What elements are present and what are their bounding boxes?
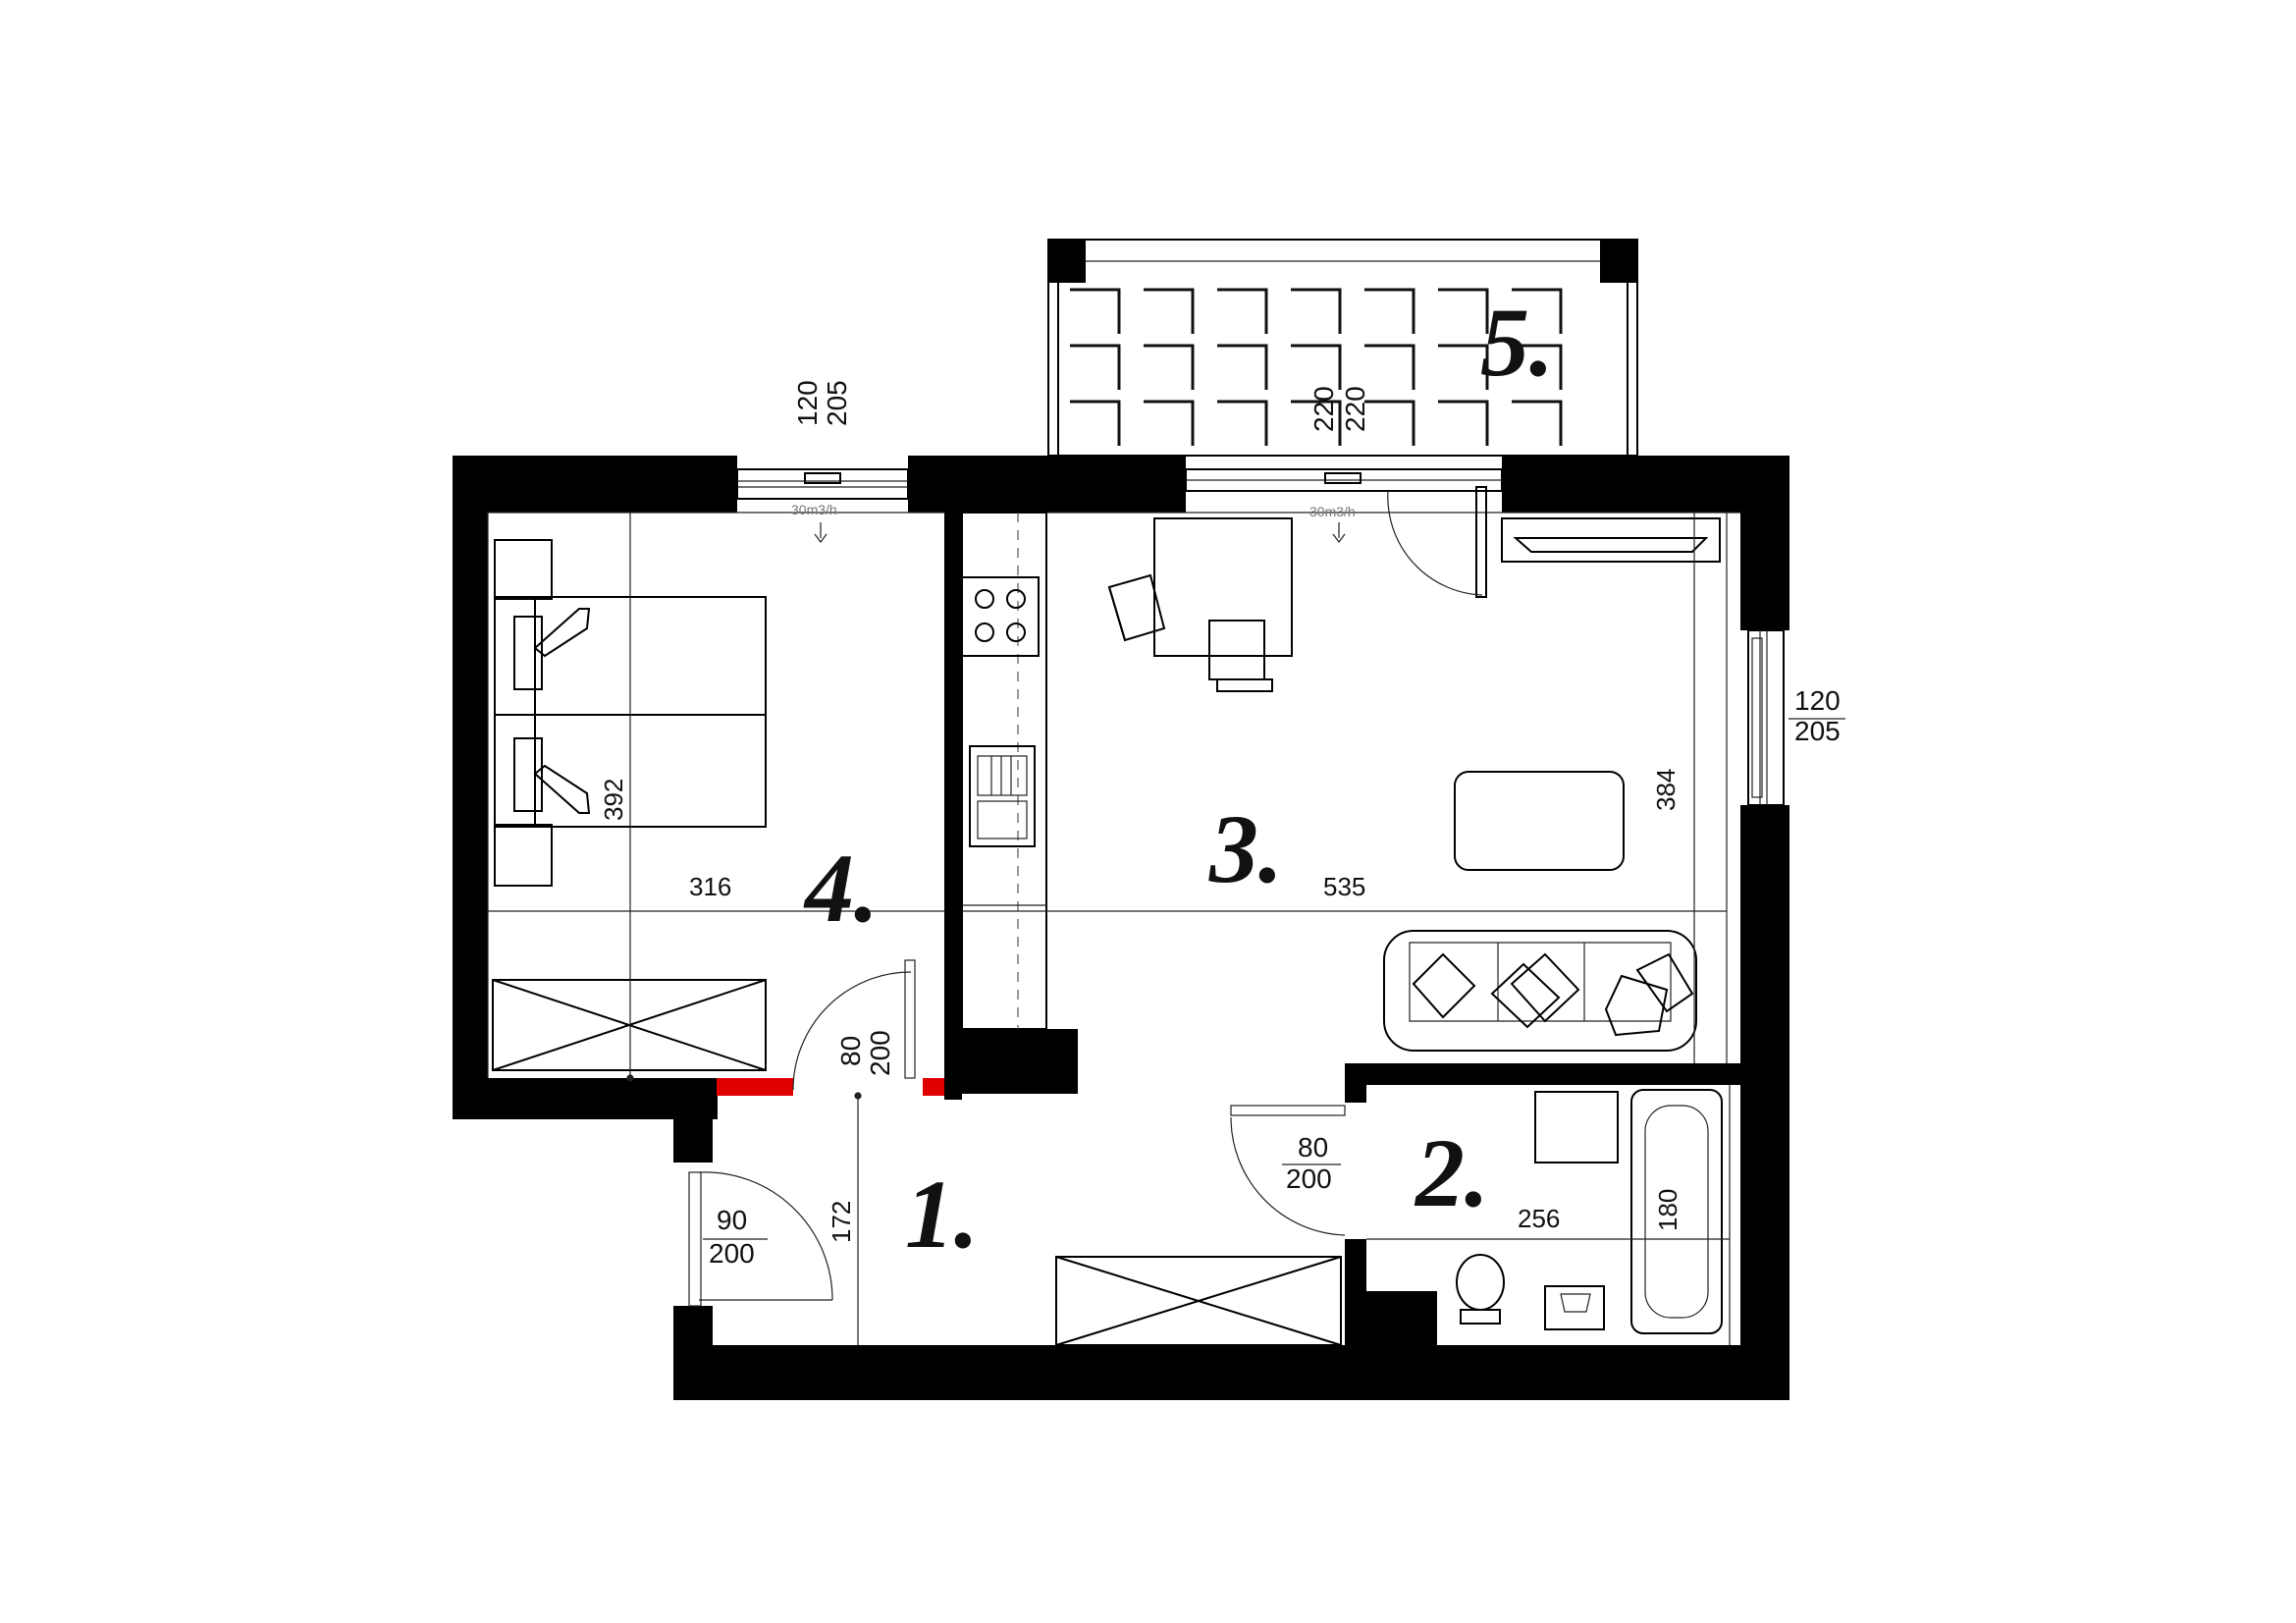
chair [1208,620,1273,692]
door-room4-height: 200 [865,1030,895,1076]
tv-cabinet [1501,517,1721,563]
dimension-lines [488,513,1730,1345]
partition-highlight-left [717,1078,793,1096]
wardrobe-room4 [492,979,767,1071]
door-room4-width: 80 [835,1036,866,1066]
partition-highlight-right [923,1078,944,1096]
window-room3-east-width: 120 [1794,685,1841,716]
cooktop [961,576,1040,657]
chair [1107,573,1166,642]
balcony [1047,239,1638,457]
window-room4 [736,468,909,543]
sofa [1383,930,1697,1052]
room-label-2: 2. [1414,1118,1489,1227]
sink [969,745,1036,847]
walls [453,456,1789,1400]
dimension-room4-width: 316 [689,872,731,901]
nightstand-top [494,539,553,600]
balcony-door [1185,468,1503,598]
wall-inner-lines [487,512,1740,1345]
room-label-1: 1. [905,1160,979,1269]
coffee-table [1454,771,1625,871]
room-label-5: 5. [1480,288,1554,397]
dimension-room2-width: 256 [1518,1204,1560,1233]
door-bathroom-height: 200 [1286,1163,1332,1194]
balcony-tiles [1070,288,1563,446]
window-room4-height: 205 [822,380,852,426]
kitchen [961,512,1047,1030]
nightstand-bottom [494,824,553,887]
dimension-room4-depth: 392 [599,779,628,821]
window-room3-east [1747,629,1785,806]
washbasin [1544,1285,1605,1330]
bedroom-furniture [492,539,767,1071]
room-label-3: 3. [1208,794,1283,903]
room-label-4: 4. [803,834,879,943]
door-entrance [688,1171,833,1307]
vent-room3-label: 30m3/h [1309,504,1356,519]
dimension-room3-depth: 384 [1651,769,1681,811]
balcony-door-width: 220 [1308,386,1339,432]
entrance-door-width: 90 [717,1205,747,1235]
window-room3-east-height: 205 [1794,716,1841,746]
door-bathroom [1230,1105,1346,1236]
toilet [1456,1254,1505,1325]
entrance-door-height: 200 [709,1238,755,1269]
door-room4 [792,959,916,1091]
dimension-bathtub-length: 180 [1653,1189,1682,1231]
dining-set [1107,517,1293,692]
bathtub [1630,1089,1723,1334]
washing-machine [1534,1091,1619,1163]
hall-wardrobe [1055,1256,1342,1346]
window-room4-width: 120 [792,380,823,426]
balcony-door-height: 220 [1340,386,1370,432]
dimension-hall-length: 172 [827,1201,856,1243]
dimension-room3-width: 535 [1323,872,1365,901]
door-bathroom-width: 80 [1298,1132,1328,1163]
bathroom-fixtures [1456,1089,1723,1334]
dining-table [1153,517,1293,657]
vent-room4-label: 30m3/h [791,502,837,517]
